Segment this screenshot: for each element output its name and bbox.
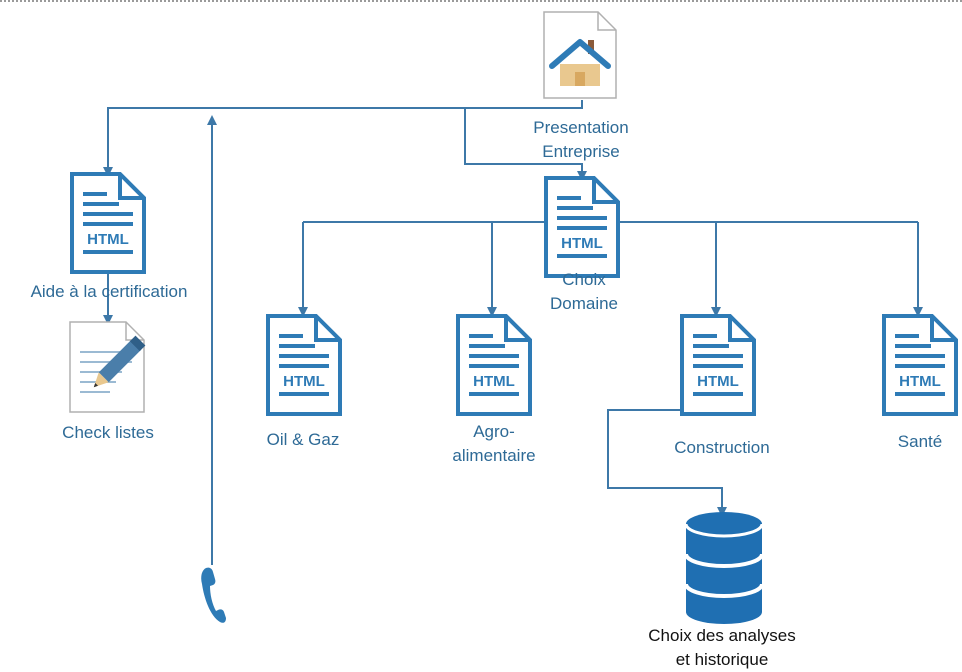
edge-presentation-aide bbox=[103, 100, 583, 177]
presentation-line2: Entreprise bbox=[542, 142, 620, 161]
sante-badge: HTML bbox=[899, 373, 941, 390]
presentation-line1: Presentation bbox=[533, 118, 629, 137]
html-document-icon: HTML bbox=[680, 314, 756, 416]
choix-line1: Choix bbox=[562, 270, 606, 289]
html-document-icon: HTML bbox=[882, 314, 958, 416]
phone-icon bbox=[201, 567, 226, 623]
oilgaz-badge: HTML bbox=[283, 373, 325, 390]
database-icon bbox=[684, 512, 764, 624]
construction-badge: HTML bbox=[697, 373, 739, 390]
node-construction-label: Construction bbox=[674, 438, 770, 457]
analyses-line1: Choix des analyses bbox=[648, 626, 796, 645]
node-oilgaz-label: Oil & Gaz bbox=[266, 430, 340, 449]
aide-badge: HTML bbox=[87, 231, 129, 248]
edge-construction-analyses bbox=[607, 409, 727, 517]
html-document-icon: HTML bbox=[70, 172, 146, 274]
choix-line2: Domaine bbox=[549, 294, 619, 313]
choix-badge: HTML bbox=[561, 235, 603, 252]
home-document-icon bbox=[543, 11, 617, 99]
html-document-icon: HTML bbox=[456, 314, 532, 416]
node-agro-label: Agro- alimentaire bbox=[424, 420, 564, 468]
node-checklistes-label: Check listes bbox=[62, 423, 154, 442]
node-choix-label: Choix Domaine bbox=[528, 268, 640, 316]
agro-line1: Agro- bbox=[473, 422, 515, 441]
agro-line2: alimentaire bbox=[452, 446, 536, 465]
node-sante-label: Santé bbox=[897, 432, 943, 451]
analyses-line2: et historique bbox=[675, 650, 769, 669]
edge-presentation-choix bbox=[464, 108, 587, 181]
connectors bbox=[103, 100, 923, 565]
edit-document-icon bbox=[69, 321, 146, 413]
node-aide-label: Aide à la certification bbox=[30, 282, 188, 301]
node-presentation-label: Presentation Entreprise bbox=[508, 116, 654, 164]
html-document-icon: HTML bbox=[266, 314, 342, 416]
top-border bbox=[0, 0, 962, 4]
agro-badge: HTML bbox=[473, 373, 515, 390]
node-analyses-label: Choix des analyses et historique bbox=[620, 624, 824, 672]
html-document-icon: HTML bbox=[544, 176, 620, 278]
